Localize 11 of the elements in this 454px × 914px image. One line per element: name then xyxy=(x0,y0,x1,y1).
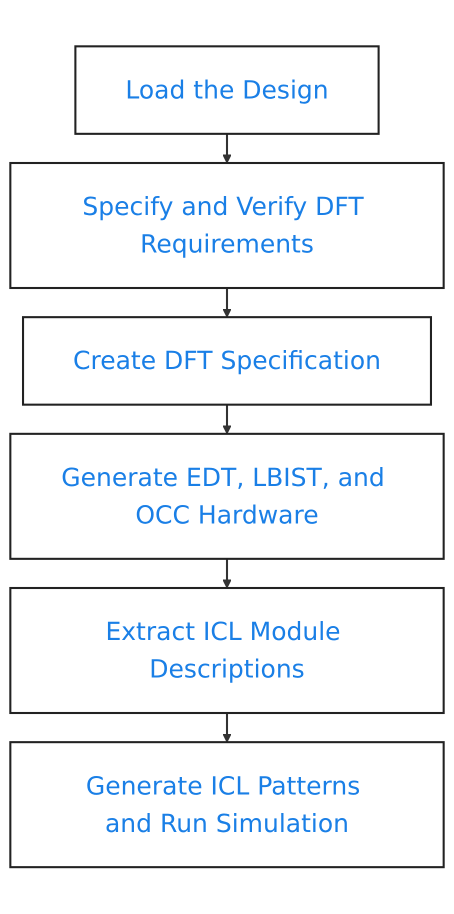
arrow xyxy=(222,288,232,318)
node-box: Extract ICL Module Descriptions xyxy=(9,587,445,714)
arrow xyxy=(222,559,232,589)
node-box: Generate EDT, LBIST, and OCC Hardware xyxy=(9,433,445,560)
node-box: Load the Design xyxy=(74,46,380,136)
node-box: Create DFT Specification xyxy=(22,316,432,406)
arrow xyxy=(222,713,232,743)
node-box: Generate ICL Patterns and Run Simulation xyxy=(9,741,445,868)
arrow xyxy=(222,134,232,164)
arrow xyxy=(222,404,232,434)
node-box: Specify and Verify DFT Requirements xyxy=(9,162,445,290)
